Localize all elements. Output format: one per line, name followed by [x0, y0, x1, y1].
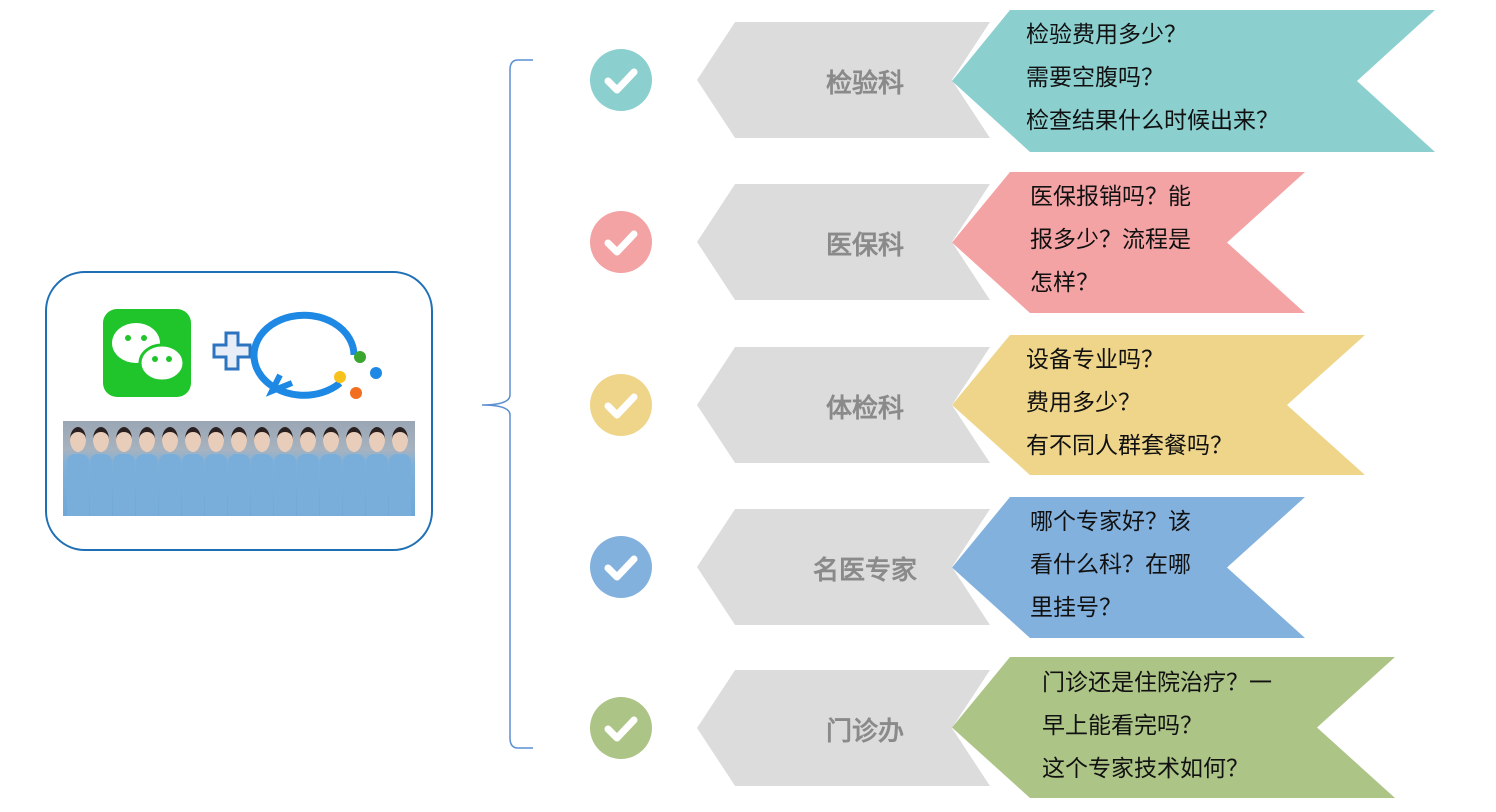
staff-member — [136, 427, 158, 516]
question-text: 这个专家技术如何？ — [1042, 756, 1249, 782]
staff-member — [320, 427, 342, 516]
staff-member — [297, 427, 319, 516]
work-wechat-icon — [250, 311, 382, 399]
check-circle-icon — [590, 697, 652, 759]
question-text: 看什么科？在哪 — [1030, 552, 1191, 578]
staff-member — [343, 427, 365, 516]
dept-chevron — [697, 184, 990, 300]
staff-member — [274, 427, 296, 516]
check-circle-icon — [590, 374, 652, 436]
question-text: 怎样？ — [1030, 270, 1099, 296]
channel-logos — [103, 309, 382, 399]
question-text: 检验费用多少？ — [1026, 22, 1187, 48]
question-list: 门诊还是住院治疗？一早上能看完吗？ 这个专家技术如何？ — [1042, 662, 1272, 791]
check-circle-icon — [590, 536, 652, 598]
question-text: 里挂号？ — [1030, 595, 1122, 621]
dept-label: 门诊办 — [825, 717, 904, 747]
dept-label: 检验科 — [825, 69, 904, 99]
question-text: 费用多少？ — [1026, 390, 1141, 416]
question-text: 有不同人群套餐吗？ — [1026, 433, 1233, 459]
question-text: 早上能看完吗？ — [1042, 713, 1203, 739]
question-list: 检验费用多少？ 需要空腹吗？ 检查结果什么时候出来？ — [1026, 14, 1279, 143]
dept-chevron — [697, 509, 990, 625]
staff-member — [90, 427, 112, 516]
staff-member — [182, 427, 204, 516]
wechat-icon — [103, 309, 191, 397]
dept-chevron — [697, 22, 990, 138]
staff-member — [205, 427, 227, 516]
question-text: 医保报销吗？能 — [1030, 184, 1191, 210]
question-list: 设备专业吗？ 费用多少？ 有不同人群套餐吗？ — [1026, 339, 1233, 468]
question-text: 门诊还是住院治疗？一 — [1042, 670, 1272, 696]
question-text: 报多少？流程是 — [1030, 227, 1191, 253]
dept-chevron — [697, 347, 990, 463]
check-circle-icon — [590, 49, 652, 111]
medical-staff-group-photo — [63, 421, 415, 516]
staff-member — [366, 427, 388, 516]
dept-label: 医保科 — [825, 231, 904, 261]
channel-panel — [45, 271, 433, 551]
staff-member — [389, 427, 411, 516]
dept-label: 名医专家 — [812, 556, 917, 586]
staff-member — [67, 427, 89, 516]
question-list: 医保报销吗？能报多少？流程是怎样？ — [1030, 176, 1191, 305]
question-banner — [952, 10, 1435, 152]
dept-label: 体检科 — [825, 394, 904, 424]
question-text: 需要空腹吗？ — [1026, 65, 1164, 91]
question-text: 设备专业吗？ — [1026, 347, 1164, 373]
staff-member — [113, 427, 135, 516]
staff-member — [251, 427, 273, 516]
question-text: 哪个专家好？该 — [1030, 509, 1191, 535]
staff-member — [159, 427, 181, 516]
bracket — [481, 59, 533, 749]
plus-icon — [212, 331, 252, 371]
question-text: 检查结果什么时候出来？ — [1026, 108, 1279, 134]
question-list: 哪个专家好？该看什么科？在哪里挂号？ — [1030, 501, 1191, 630]
dept-chevron — [697, 670, 990, 786]
check-circle-icon — [590, 211, 652, 273]
staff-member — [228, 427, 250, 516]
